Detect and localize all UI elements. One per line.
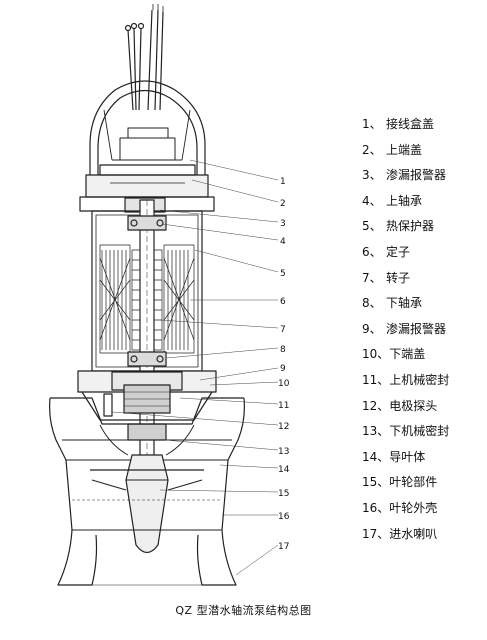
stator-left xyxy=(99,244,131,354)
legend-item: 9、渗漏报警器 xyxy=(362,317,449,343)
legend-item: 11、上机械密封 xyxy=(362,368,449,394)
legend-label: 进水喇叭 xyxy=(389,526,438,541)
legend-item: 15、叶轮部件 xyxy=(362,470,449,496)
legend-label: 渗漏报警器 xyxy=(386,321,447,336)
callout-17: 17 xyxy=(278,542,289,552)
callout-12: 12 xyxy=(278,422,289,432)
legend-label: 上端盖 xyxy=(386,142,423,157)
legend-label: 下轴承 xyxy=(386,296,423,311)
legend-number: 3、 xyxy=(362,168,382,183)
legend-item: 13、下机械密封 xyxy=(362,419,449,445)
legend-item: 17、进水喇叭 xyxy=(362,522,449,548)
legend-number: 2、 xyxy=(362,142,382,157)
legend-label: 下端盖 xyxy=(389,347,426,362)
upper-bearing xyxy=(127,215,167,231)
legend-number: 16、 xyxy=(362,500,390,515)
legend-number: 5、 xyxy=(362,219,382,234)
legend-item: 1、接线盒盖 xyxy=(362,112,449,138)
legend-label: 电极探头 xyxy=(389,398,438,413)
lower-end-cover xyxy=(77,370,217,421)
stator-right xyxy=(163,244,195,354)
callout-14: 14 xyxy=(278,465,290,475)
lower-bearing xyxy=(127,351,167,367)
mechanical-seals xyxy=(103,384,171,441)
legend-number: 10、 xyxy=(362,347,390,362)
legend-item: 4、上轴承 xyxy=(362,189,449,215)
callout-15: 15 xyxy=(278,489,289,499)
power-cables xyxy=(124,4,164,111)
legend-item: 2、上端盖 xyxy=(362,138,449,164)
impeller xyxy=(90,454,204,554)
callout-9: 9 xyxy=(280,364,286,374)
callout-4: 4 xyxy=(280,237,286,247)
impeller-casing xyxy=(65,459,229,531)
legend-item: 16、叶轮外壳 xyxy=(362,496,449,522)
legend-label: 渗漏报警器 xyxy=(386,168,447,183)
legend-label: 叶轮部件 xyxy=(389,475,438,490)
callout-6: 6 xyxy=(280,297,286,307)
legend-number: 1、 xyxy=(362,117,382,131)
legend-number: 6、 xyxy=(362,244,382,259)
legend-item: 3、渗漏报警器 xyxy=(362,163,449,189)
legend-label: 上机械密封 xyxy=(389,372,450,387)
legend-number: 7、 xyxy=(362,270,382,285)
legend-label: 导叶体 xyxy=(389,449,426,464)
callout-13: 13 xyxy=(278,447,289,457)
legend-label: 转子 xyxy=(386,270,411,285)
callout-leader-lines xyxy=(111,159,279,576)
callout-3: 3 xyxy=(280,219,286,229)
figure-caption: QZ 型潜水轴流泵结构总图 xyxy=(175,604,312,617)
callout-1: 1 xyxy=(280,177,286,187)
legend-item: 10、下端盖 xyxy=(362,342,449,368)
legend-number: 4、 xyxy=(362,193,382,208)
legend-label: 上轴承 xyxy=(386,193,423,208)
junction-box-cover xyxy=(89,80,206,175)
legend-label: 下机械密封 xyxy=(389,424,450,439)
legend-label: 热保护器 xyxy=(386,219,435,234)
legend-item: 5、热保护器 xyxy=(362,214,449,240)
inlet-bell xyxy=(57,529,237,586)
legend-number: 9、 xyxy=(362,321,382,336)
legend-number: 13、 xyxy=(362,424,390,439)
legend-item: 6、定子 xyxy=(362,240,449,266)
callout-2: 2 xyxy=(280,199,286,209)
legend-number: 11、 xyxy=(362,372,390,387)
legend-number: 17、 xyxy=(362,526,390,541)
parts-legend: 1、接线盒盖 2、上端盖 3、渗漏报警器 4、上轴承 5、热保护器 6、定子 7… xyxy=(362,112,449,547)
legend-number: 12、 xyxy=(362,398,390,413)
callout-11: 11 xyxy=(278,401,289,411)
legend-label: 接线盒盖 xyxy=(386,117,435,131)
callout-numbers: 1 2 3 4 5 6 7 8 9 10 11 12 13 14 15 16 1… xyxy=(278,177,290,552)
callout-10: 10 xyxy=(278,379,290,389)
legend-label: 叶轮外壳 xyxy=(389,500,438,515)
callout-7: 7 xyxy=(280,325,286,335)
callout-8: 8 xyxy=(280,345,286,355)
legend-number: 8、 xyxy=(362,296,382,311)
legend-item: 8、下轴承 xyxy=(362,291,449,317)
legend-number: 15、 xyxy=(362,475,390,490)
legend-item: 14、导叶体 xyxy=(362,445,449,471)
legend-number: 14、 xyxy=(362,449,390,464)
callout-16: 16 xyxy=(278,512,290,522)
legend-item: 12、电极探头 xyxy=(362,394,449,420)
legend-label: 定子 xyxy=(386,244,411,259)
legend-item: 7、转子 xyxy=(362,266,449,292)
callout-5: 5 xyxy=(280,269,286,279)
